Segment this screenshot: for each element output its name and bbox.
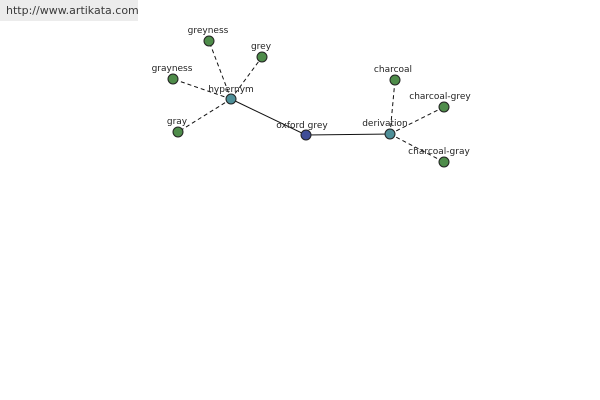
edge-derivation-charcoal-gray <box>389 133 445 163</box>
word-charcoal-gray-label[interactable]: charcoal-gray <box>408 147 470 157</box>
center-oxford-grey-node[interactable] <box>300 129 312 141</box>
relation-derivation-node[interactable] <box>384 128 396 140</box>
edge-hypernym-greyness <box>208 40 232 100</box>
center-oxford-grey-label[interactable]: oxford grey <box>276 121 328 131</box>
word-greyness-label[interactable]: greyness <box>188 26 229 36</box>
word-grayness-node[interactable] <box>167 73 179 85</box>
word-greyness-node[interactable] <box>203 35 215 47</box>
edge-center-hypernym <box>230 98 307 136</box>
word-grey-label[interactable]: grey <box>251 42 272 52</box>
relation-hypernym-label[interactable]: hypernym <box>208 85 254 95</box>
word-gray-node[interactable] <box>172 126 184 138</box>
graph-nodes: greyness grey grayness gray hypernym charcoal… <box>152 26 471 168</box>
relation-hypernym-node[interactable] <box>225 93 237 105</box>
edge-center-derivation <box>305 133 391 136</box>
word-gray-label[interactable]: gray <box>167 117 188 127</box>
word-charcoal-grey-label[interactable]: charcoal-grey <box>409 92 471 102</box>
word-charcoal-gray-node[interactable] <box>438 156 450 168</box>
edge-derivation-charcoal <box>389 79 396 135</box>
edge-hypernym-grayness <box>172 78 232 100</box>
source-url[interactable]: http://www.artikata.com <box>6 4 139 17</box>
word-grayness-label[interactable]: grayness <box>152 64 193 74</box>
word-charcoal-label[interactable]: charcoal <box>374 65 412 75</box>
graph-edges <box>172 40 445 163</box>
source-banner: http://www.artikata.com <box>0 0 139 21</box>
edge-hypernym-grey <box>230 56 263 100</box>
relation-derivation-label[interactable]: derivation <box>362 119 408 129</box>
word-charcoal-node[interactable] <box>389 74 401 86</box>
edge-hypernym-gray <box>177 98 232 133</box>
word-grey-node[interactable] <box>256 51 268 63</box>
word-charcoal-grey-node[interactable] <box>438 101 450 113</box>
edge-derivation-charcoal-grey <box>389 106 445 135</box>
